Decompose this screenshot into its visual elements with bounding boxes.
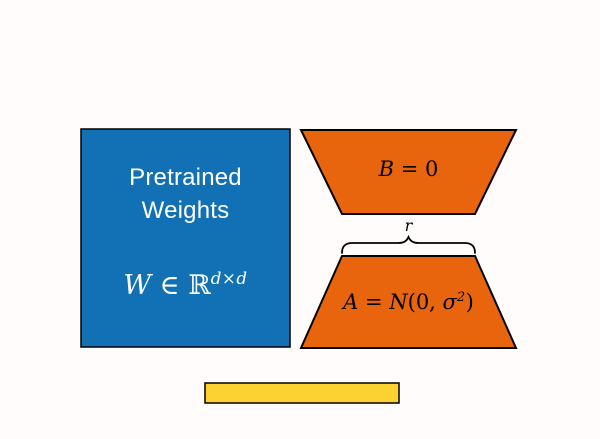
w-superscript: d×d bbox=[210, 268, 248, 288]
pretrained-line1: Pretrained bbox=[129, 164, 242, 191]
a-open-paren: (0, bbox=[407, 290, 443, 314]
w-set-symbol: ℝ bbox=[188, 270, 211, 301]
a-sigma: σ bbox=[442, 290, 457, 314]
b-matrix-trapezoid bbox=[299, 129, 518, 215]
rank-brace bbox=[341, 234, 476, 254]
rank-label: r bbox=[404, 216, 413, 235]
w-relation: ∈ bbox=[151, 270, 189, 301]
pretrained-line2: Weights bbox=[141, 197, 230, 224]
a-var: A bbox=[343, 290, 359, 314]
w-var: W bbox=[123, 270, 152, 301]
a-equals: = bbox=[358, 290, 390, 314]
b-var: B bbox=[378, 157, 395, 181]
b-rest: = 0 bbox=[394, 157, 439, 181]
pretrained-weights-label: Pretrained Weights bbox=[80, 161, 291, 227]
b-formula: B = 0 bbox=[301, 157, 516, 181]
a-formula: A = N(0, σ2) bbox=[301, 290, 516, 314]
a-normal-dist-symbol: N bbox=[389, 290, 408, 314]
w-formula: W ∈ ℝd×d bbox=[80, 268, 291, 301]
a-matrix-trapezoid bbox=[299, 255, 518, 349]
output-bar bbox=[204, 382, 400, 404]
a-close-paren: ) bbox=[465, 290, 474, 314]
a-superscript: 2 bbox=[456, 290, 466, 305]
pretrained-weights-box bbox=[80, 128, 291, 348]
